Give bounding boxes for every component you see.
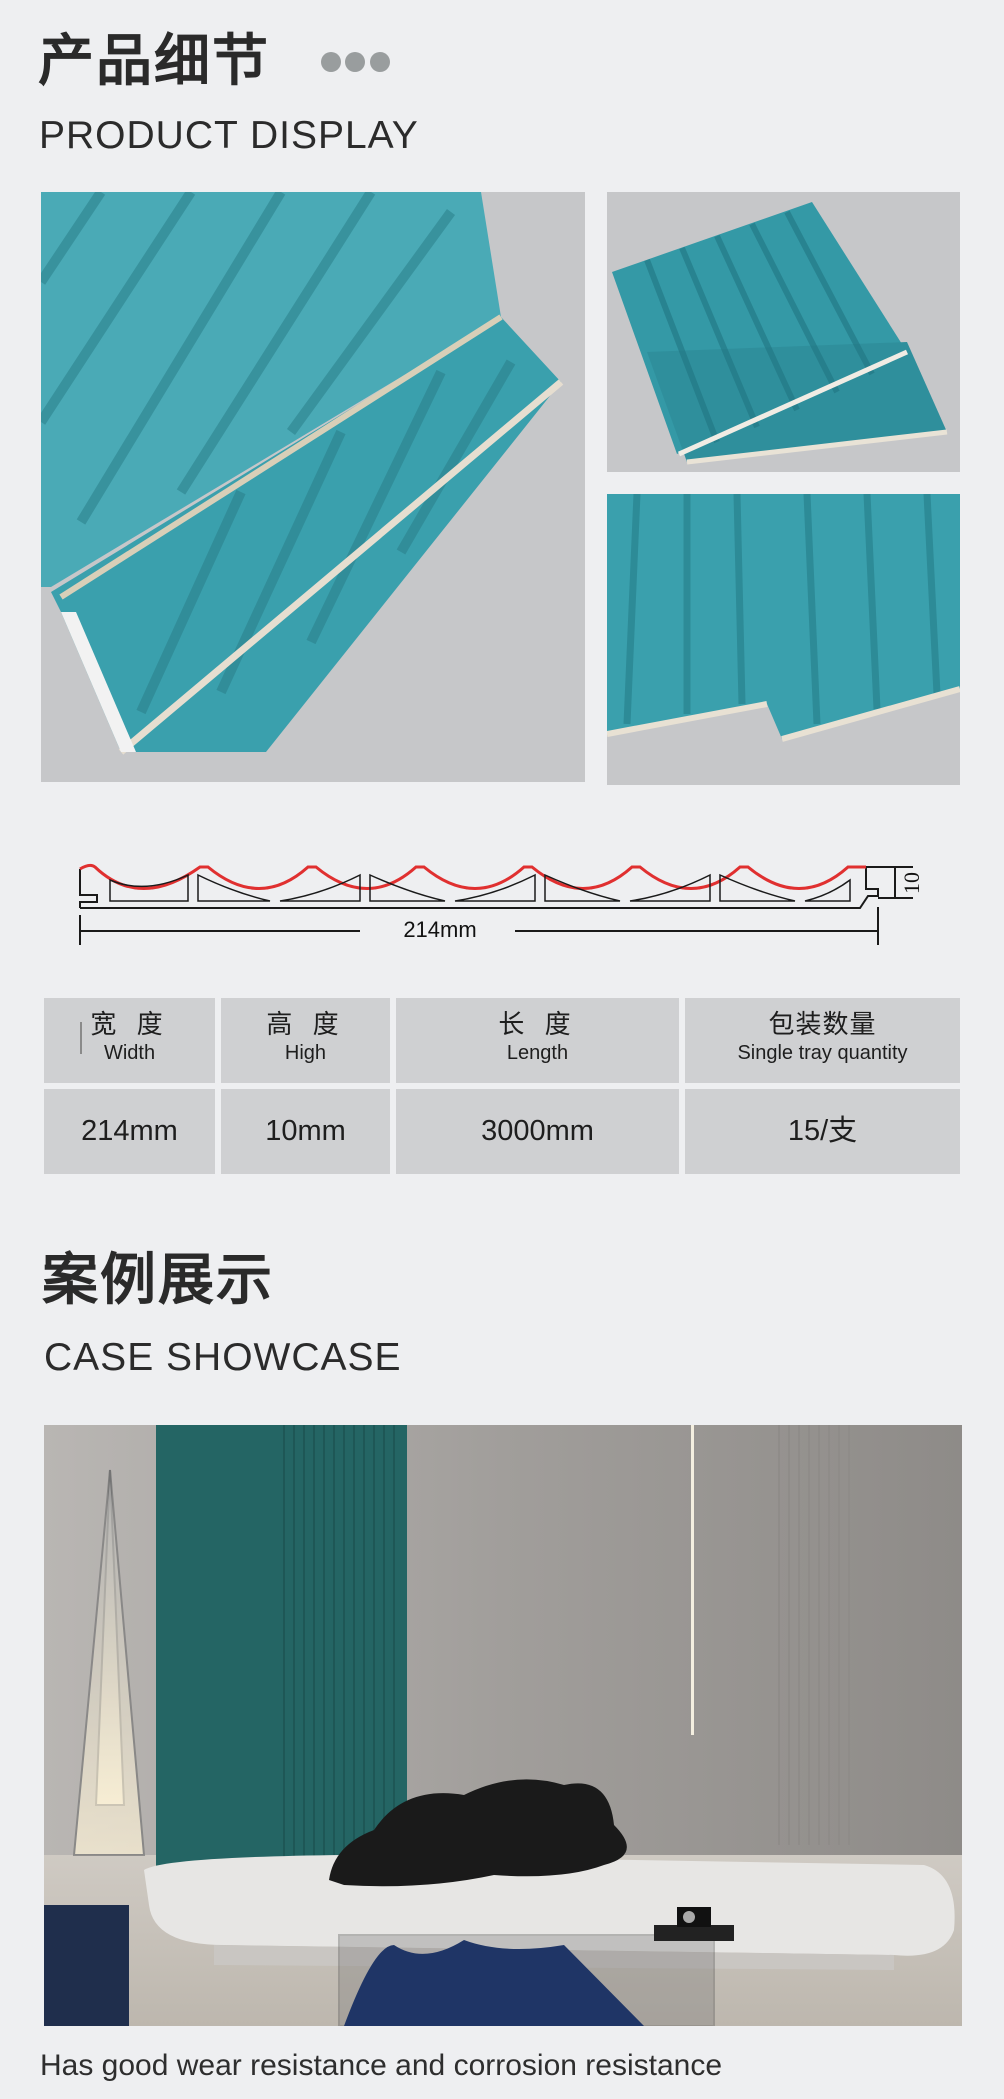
value-text: 10mm: [265, 1115, 346, 1147]
value-cell-width: 214mm: [44, 1089, 215, 1174]
header-cell-high: 高 度 High: [221, 998, 390, 1083]
header-cn: 宽 度: [90, 1010, 169, 1040]
value-cell-length: 3000mm: [396, 1089, 679, 1174]
dot-icon: [345, 52, 365, 72]
profile-diagram: 214mm 10: [70, 855, 940, 955]
header-cell-quantity: 包装数量 Single tray quantity: [685, 998, 960, 1083]
case-showcase-photo: [44, 1425, 962, 2026]
product-title-cn: 产品细节: [38, 29, 270, 94]
top-right-panel-photo: [607, 192, 960, 472]
dot-icon: [370, 52, 390, 72]
value-cell-quantity: 15/支: [685, 1089, 960, 1174]
header-en: High: [284, 1042, 327, 1064]
main-panel-photo: [41, 192, 585, 782]
value-cell-high: 10mm: [221, 1089, 390, 1174]
text-cursor: [80, 1022, 82, 1054]
value-text: 3000mm: [481, 1115, 594, 1147]
header-en: Width: [103, 1042, 156, 1064]
header-cn: 长 度: [498, 1010, 577, 1040]
header-en: Length: [506, 1042, 569, 1064]
value-text: 214mm: [81, 1115, 178, 1147]
panel-illustration-icon: [607, 494, 960, 742]
dot-icon: [321, 52, 341, 72]
case-caption: Has good wear resistance and corrosion r…: [40, 2049, 723, 2082]
value-text: 15/支: [787, 1115, 858, 1147]
bottom-right-panel-photo: [607, 494, 960, 785]
case-title-cn: 案例展示: [42, 1248, 274, 1313]
panel-illustration-icon: [612, 202, 948, 465]
height-dimension-label: 10: [899, 872, 924, 894]
room-scene-illustration-icon: [44, 1425, 962, 2026]
header-cn: 包装数量: [768, 1010, 877, 1040]
header-cell-length: 长 度 Length: [396, 998, 679, 1083]
header-cell-width: 宽 度 Width: [44, 998, 215, 1083]
header-en: Single tray quantity: [737, 1042, 908, 1064]
profile-cross-section-icon: [79, 863, 913, 945]
width-dimension-label: 214mm: [403, 917, 477, 942]
header-cn: 高 度: [266, 1010, 345, 1040]
product-title-en: PRODUCT DISPLAY: [39, 114, 419, 157]
case-title-en: CASE SHOWCASE: [44, 1336, 402, 1379]
panel-illustration-icon: [41, 192, 564, 755]
